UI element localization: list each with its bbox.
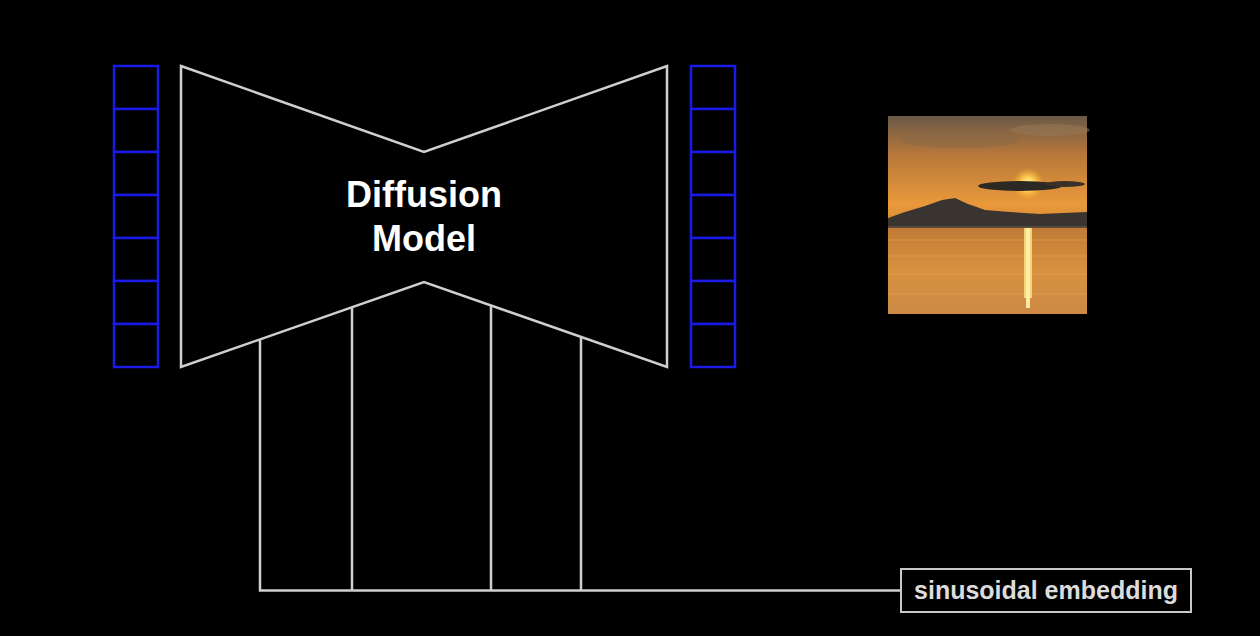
bowtie-outline [180,65,668,368]
model-label: Diffusion Model [324,173,524,261]
embedding-label: sinusoidal embedding [914,576,1178,605]
input-vector [114,66,158,367]
sunset-image [888,116,1090,314]
diffusion-model-shape: Diffusion Model [180,65,668,368]
embedding-connector [260,306,900,591]
embedding-box: sinusoidal embedding [900,568,1192,613]
output-vector [691,66,735,367]
bowtie-outline-path [181,66,667,367]
